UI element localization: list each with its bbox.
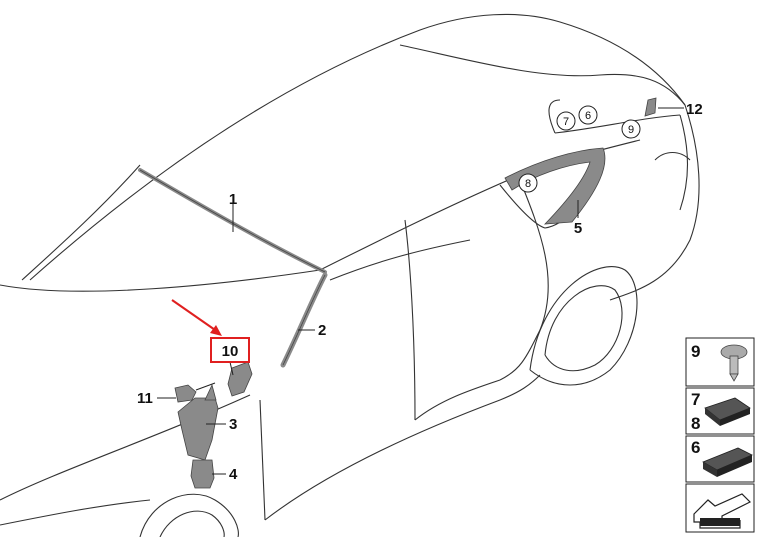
part-11-clip [174,384,197,403]
leader-lines [157,107,684,475]
pad-long-icon [702,447,753,477]
svg-text:8: 8 [525,178,531,190]
circled-label-7: 7 [556,111,576,131]
red-arrow-icon [171,299,222,336]
svg-text:7: 7 [691,390,700,409]
legend-panel: 9 7 8 6 [685,337,755,533]
callout-5: 5 [574,220,582,237]
callout-2: 2 [318,322,326,339]
part-4-bracket [190,459,215,489]
part-12-trim-piece [644,97,657,117]
legend-box-screw: 9 [685,337,755,387]
circled-label-9: 9 [621,119,641,139]
svg-text:6: 6 [691,438,700,457]
highlight-box-10: 10 [210,337,250,363]
pad-icon [704,397,751,426]
car-body-outline [0,13,700,538]
svg-text:9: 9 [691,342,700,361]
svg-text:8: 8 [691,414,700,433]
callout-11: 11 [137,390,153,407]
svg-text:6: 6 [585,110,591,122]
circled-label-6: 6 [578,105,598,125]
svg-text:9: 9 [628,124,634,136]
legend-box-bracket [685,483,755,533]
callout-4: 4 [229,466,238,483]
part-5-quarter-window-trim [504,147,606,225]
svg-text:10: 10 [222,343,239,360]
svg-text:7: 7 [563,116,569,128]
callout-1: 1 [229,191,237,208]
callout-12: 12 [686,101,703,118]
circled-label-8: 8 [518,173,538,193]
legend-box-long-pad: 6 [685,435,755,483]
screw-icon [720,344,748,382]
legend-box-pad: 7 8 [685,387,755,435]
callout-3: 3 [229,416,237,433]
